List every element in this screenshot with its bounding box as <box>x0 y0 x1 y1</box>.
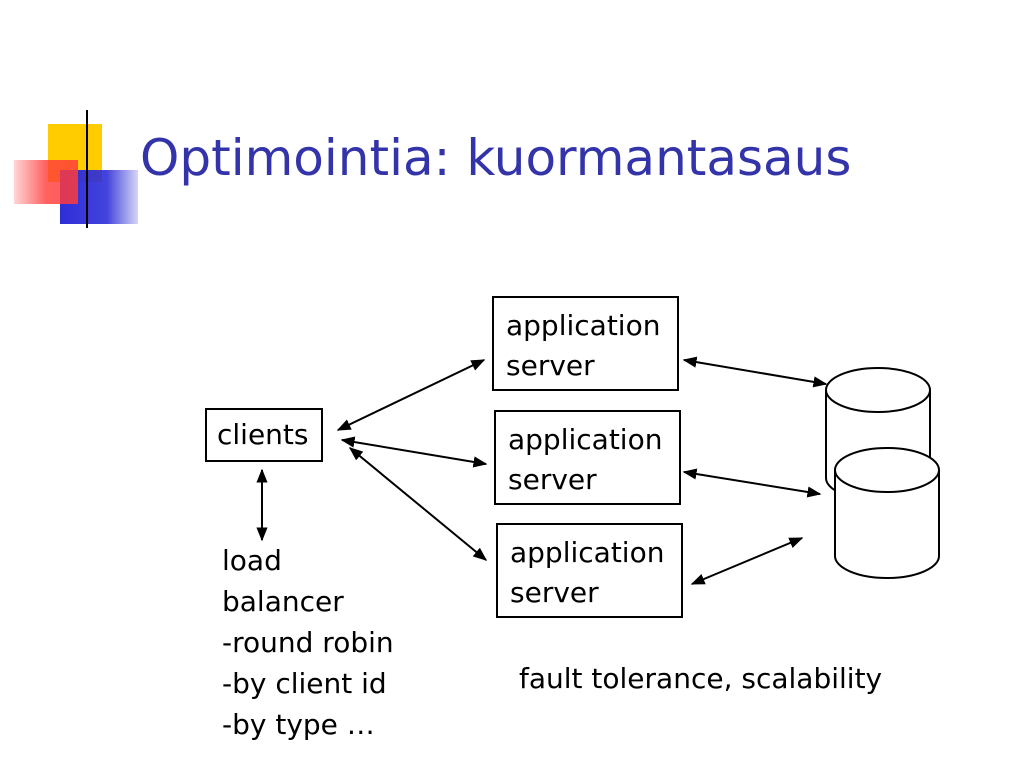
load-balancer-line: -by client id <box>222 667 387 700</box>
ornament-red-bar <box>14 160 78 204</box>
arrow-clients-server-3 <box>348 447 488 561</box>
load-balancer-text: load balancer -round robin -by client id… <box>222 540 394 745</box>
database-cylinder-icon <box>834 447 940 579</box>
server-label-line2: server <box>508 463 597 496</box>
load-balancer-line: load <box>222 544 282 577</box>
clients-label: clients <box>217 418 309 451</box>
load-balancer-line: -by type … <box>222 708 375 741</box>
application-server-box: application server <box>494 410 681 505</box>
server-label-line1: application <box>510 536 665 569</box>
arrow-server-2-database <box>682 468 822 498</box>
slide-title: Optimointia: kuormantasaus <box>140 129 852 187</box>
server-label-line2: server <box>510 576 599 609</box>
server-label-line1: application <box>506 309 661 342</box>
server-label-line1: application <box>508 423 663 456</box>
load-balancer-line: balancer <box>222 585 344 618</box>
server-label-line2: server <box>506 349 595 382</box>
arrow-server-3-database <box>690 537 804 585</box>
load-balancer-line: -round robin <box>222 626 394 659</box>
application-server-box: application server <box>496 523 683 618</box>
arrow-clients-server-1 <box>336 359 486 431</box>
caption: fault tolerance, scalability <box>519 662 883 695</box>
database-cylinder-icon <box>825 367 931 501</box>
application-server-box: application server <box>492 296 679 391</box>
arrow-server-1-database <box>682 356 828 388</box>
clients-box: clients <box>205 408 323 462</box>
